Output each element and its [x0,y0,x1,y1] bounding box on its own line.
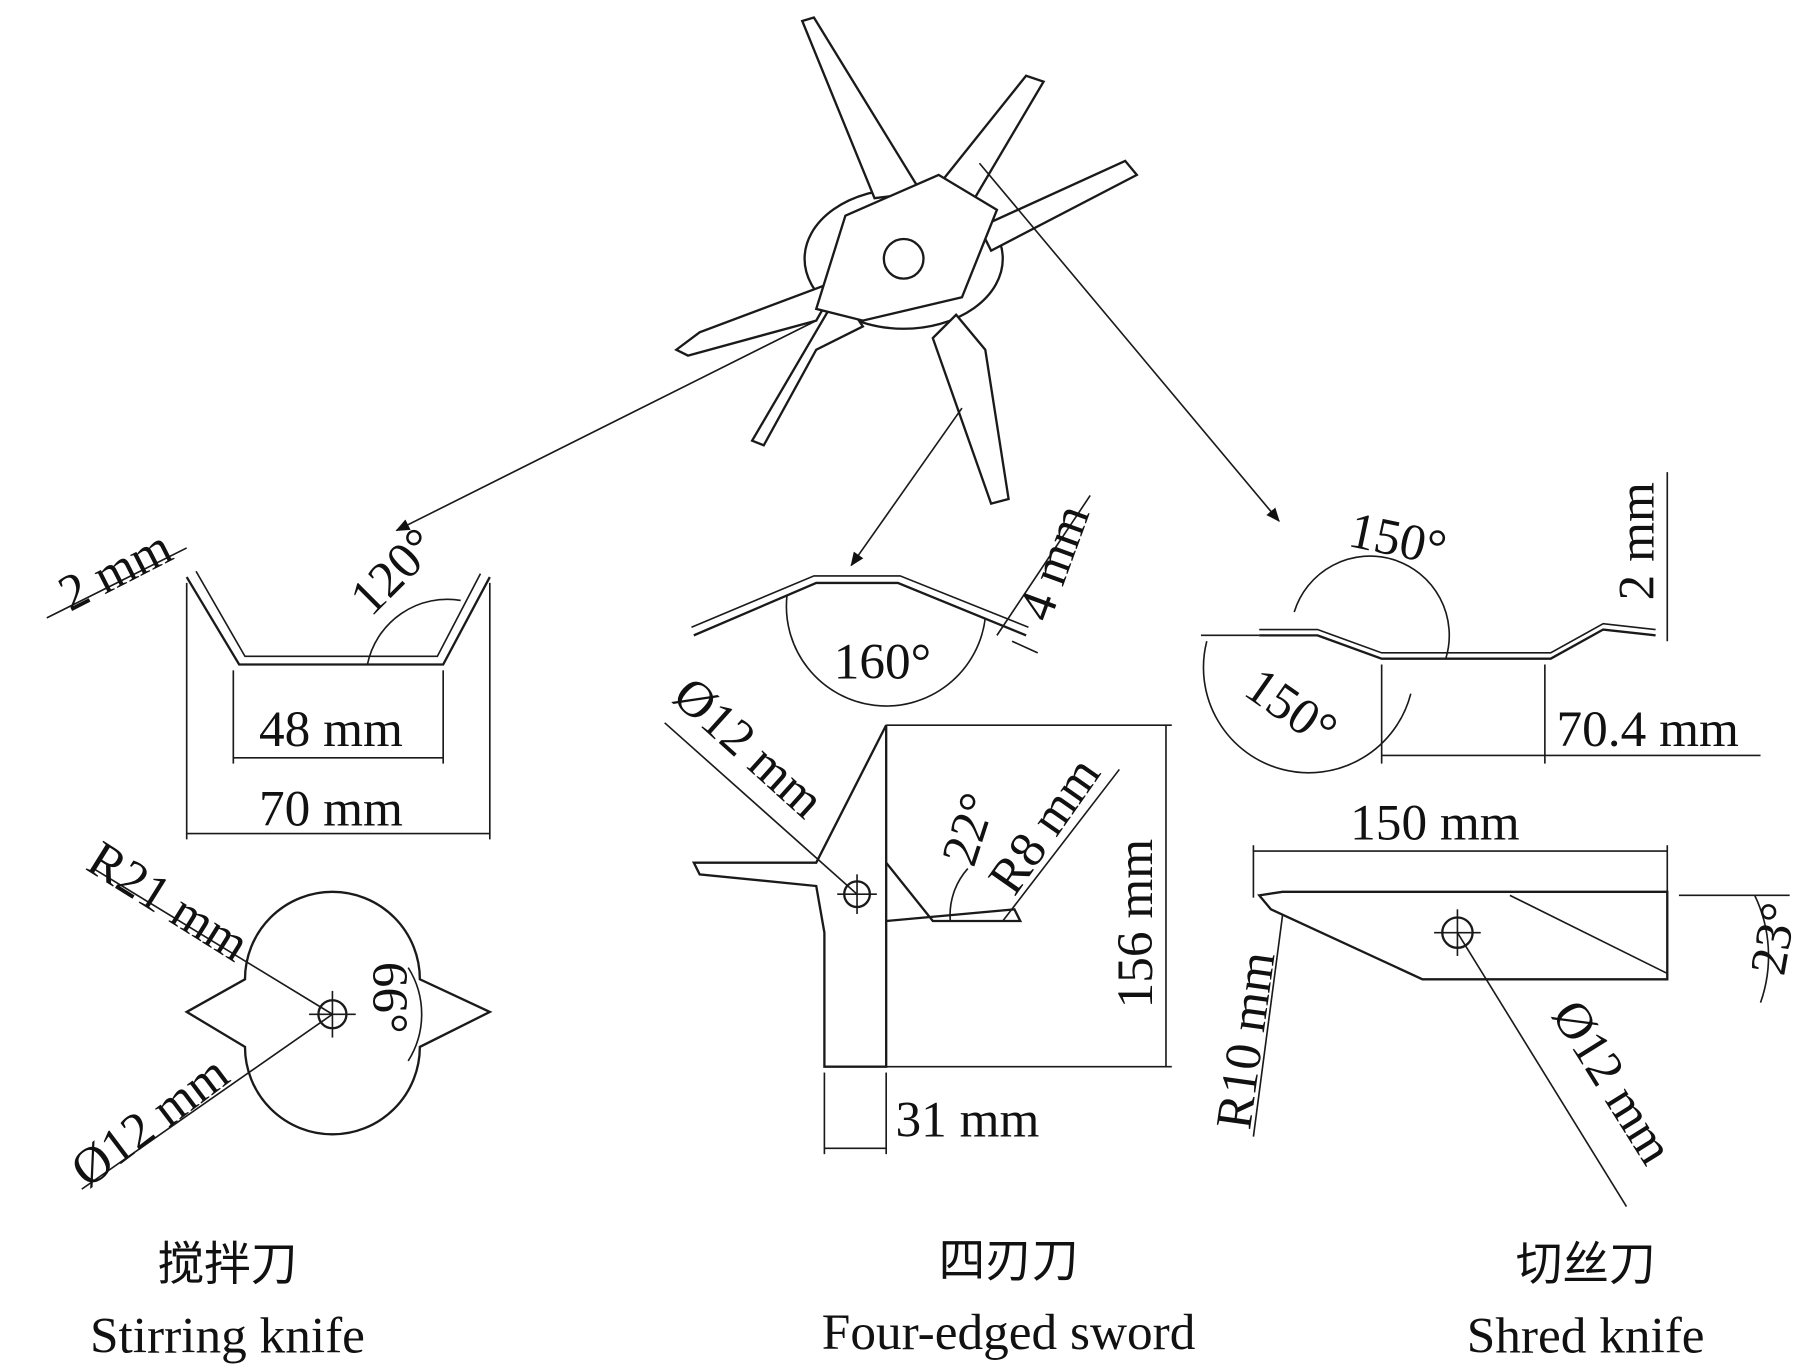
shred-thickness-label: 2 mm [1608,482,1665,600]
sword-hole-label: Ø12 mm [662,666,835,829]
shred-angle2-label: 23° [1740,898,1809,979]
shred-flat-length-label: 70.4 mm [1557,701,1739,758]
sword-thickness-label: 4 mm [1007,497,1101,628]
shred-length-label: 150 mm [1350,794,1520,851]
pointer-arrows [395,162,1280,567]
sword-caption-en: Four-edged sword [822,1304,1196,1361]
sword-width-label: 31 mm [896,1092,1040,1149]
four-edged-sword-front-view: Ø12 mm 22° R8 mm 156 mm 31 mm [662,666,1172,1155]
shred-angle-bottom-label: 150° [1235,657,1348,760]
shred-radius-label: R10 mm [1205,948,1286,1132]
stirring-caption-en: Stirring knife [90,1307,365,1364]
stirring-caption-cn: 搅拌刀 [158,1237,298,1291]
stirring-outer-width-label: 70 mm [259,780,403,837]
stirring-knife-side-view: 2 mm 120° 48 mm 70 mm [46,517,491,840]
shred-caption-en: Shred knife [1467,1307,1705,1364]
captions: 搅拌刀 Stirring knife 四刃刀 Four-edged sword … [90,1234,1705,1364]
sword-angle-label: 160° [834,634,931,691]
stirring-angle-label: 120° [339,517,448,626]
impeller-assembly [674,16,1139,506]
sword-caption-cn: 四刃刀 [939,1234,1079,1288]
sword-height-label: 156 mm [1107,839,1164,1009]
stirring-knife-top-view: R21 mm 66° Ø12 mm [61,830,493,1199]
shred-hole-label: Ø12 mm [1541,990,1685,1174]
stirring-inner-width-label: 48 mm [259,701,403,758]
stirring-radius-label: R21 mm [78,830,259,973]
shred-knife-side-view: 150° 2 mm 150° 70.4 mm [1200,472,1761,774]
shred-caption-cn: 切丝刀 [1516,1237,1656,1291]
stirring-angle2-label: 66° [361,962,418,1034]
four-edged-sword-side-view: 4 mm 160° [691,495,1101,707]
shred-angle-top-label: 150° [1344,502,1451,578]
shred-knife-top-view: 150 mm 23° R10 mm Ø12 mm [1205,794,1809,1208]
stirring-hole-label: Ø12 mm [61,1044,240,1198]
stirring-thickness-label: 2 mm [50,518,181,623]
